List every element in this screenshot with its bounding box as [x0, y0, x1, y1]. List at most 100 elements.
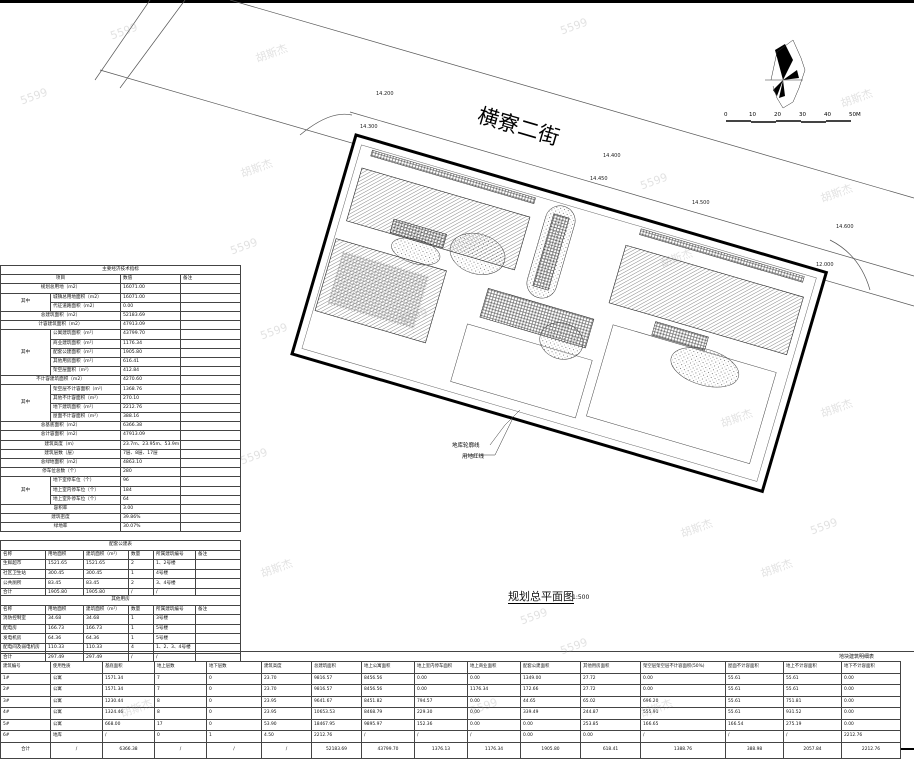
- item-label: 绿地率: [0, 522, 121, 533]
- table-cell: 0.00: [414, 672, 468, 685]
- table-cell: 1: [128, 623, 154, 635]
- item-value: 7层、8层、17层: [120, 448, 181, 459]
- table-cell: 8: [154, 707, 207, 720]
- column-header: 架空层架空层不计容面积(50%): [640, 661, 726, 674]
- table-cell: 0.00: [520, 718, 581, 731]
- item-value: 3.00: [120, 503, 181, 515]
- table-title-row: 其他用房: [0, 595, 242, 606]
- total-cell: /: [261, 741, 312, 759]
- total-cell: /: [206, 741, 262, 759]
- item-label: 架空层不计容面积（m²）: [50, 384, 121, 395]
- table-cell: 1571.34: [102, 684, 155, 697]
- table-cell: 地库: [50, 730, 103, 743]
- table-cell: 2212.76: [841, 730, 901, 743]
- item-value: 270.10: [120, 393, 181, 404]
- table-cell: 1349.00: [520, 672, 581, 685]
- table-cell: 2: [128, 578, 154, 589]
- remark-cell: [179, 467, 242, 478]
- table-row: 其中地下室停车位（个）96: [0, 476, 242, 505]
- table-row: 不计容建筑面积（m2）4270.60: [0, 375, 242, 386]
- item-value: 412.84: [120, 366, 181, 377]
- table-cell: 公寓: [50, 684, 103, 697]
- item-label: 屋面不计容面积（m²）: [50, 411, 121, 423]
- item-label: 停车位总数（个）: [0, 467, 121, 478]
- remark-cell: [179, 283, 242, 294]
- table-cell: 339.49: [520, 707, 581, 720]
- item-value: 64: [120, 494, 181, 505]
- table-cell: 23.95: [261, 707, 312, 720]
- table-cell: 229.30: [414, 707, 468, 720]
- table-cell: 300.45: [83, 568, 129, 580]
- item-label: 地上室外停车位（个）: [50, 494, 121, 505]
- item-label: 架空层面积（m²）: [50, 366, 121, 377]
- table-cell: [194, 623, 242, 635]
- table-cell: 7: [154, 684, 207, 697]
- table-cell: 55.61: [783, 672, 842, 685]
- table-header-row: 建筑编号使用性质基底面积地上层数地下层数建筑高度总建筑面积地上公寓面积地上室内停…: [0, 661, 901, 674]
- table-cell: [194, 614, 242, 625]
- table-cell: 0.00: [467, 707, 521, 720]
- scale-bar-label: 10: [749, 112, 756, 118]
- remark-cell: [179, 356, 242, 368]
- item-label: 地下建筑面积（m²）: [50, 402, 121, 414]
- table-cell: 8468.79: [361, 707, 415, 720]
- table-cell: 55.61: [725, 684, 784, 697]
- table-cell: 5号楼: [153, 633, 196, 644]
- table-cell: 172.66: [520, 684, 581, 697]
- column-header: 屋面不计容面积: [725, 661, 784, 674]
- total-cell: 388.98: [725, 741, 784, 759]
- table-cell: /: [640, 730, 726, 743]
- table-cell: 2212.76: [311, 730, 362, 743]
- table-cell: 166.73: [45, 623, 84, 635]
- scale-bar-label: 0: [724, 112, 728, 118]
- table-cell: /: [783, 730, 842, 743]
- remark-cell: [179, 503, 242, 515]
- item-value: 1176.34: [120, 338, 181, 349]
- table-cell: 555.91: [640, 707, 726, 720]
- table-cell: 7: [154, 672, 207, 685]
- table-cell: 9895.97: [361, 718, 415, 731]
- total-cell: 2212.76: [841, 741, 901, 759]
- sheet-border: [0, 0, 914, 3]
- item-label: 公寓建筑面积（m²）: [50, 329, 121, 340]
- remark-cell: [179, 292, 242, 303]
- table-cell: 8456.56: [361, 672, 415, 685]
- column-header: 备注: [194, 549, 242, 561]
- table-title-row: 配套公建表: [0, 540, 242, 551]
- table-cell: 消防控制室: [0, 614, 46, 625]
- table-row: 总建筑面积（m2）52183.69: [0, 310, 242, 322]
- total-cell: 43799.70: [361, 741, 415, 759]
- table-cell: /: [725, 730, 784, 743]
- remark-cell: [179, 448, 242, 459]
- remark-cell: [179, 421, 242, 432]
- item-label: 代征道路面积（m2）: [50, 301, 121, 312]
- table-cell: 0: [206, 695, 262, 708]
- item-value: 1368.76: [120, 384, 181, 395]
- column-header: 其他用房面积: [580, 661, 641, 674]
- table-row: 其中公寓建筑面积（m²）43799.70: [0, 329, 242, 377]
- group-label: 其中: [0, 329, 51, 377]
- total-cell: 1376.13: [414, 741, 468, 759]
- table-cell: 0.00: [841, 684, 901, 697]
- table-cell: 253.85: [580, 718, 641, 731]
- table-row: 建筑层数（层）7层、8层、17层: [0, 448, 242, 459]
- table-cell: /: [102, 730, 155, 743]
- table-cell: 64.36: [45, 633, 84, 644]
- table-cell: 83.45: [45, 578, 84, 589]
- table-cell: 公寓: [50, 707, 103, 720]
- column-header: 数值: [120, 274, 181, 285]
- remark-cell: [179, 301, 242, 312]
- total-cell: /: [50, 741, 103, 759]
- elevation-markers: 14.200 14.300 14.400 14.450 14.500 14.60…: [360, 91, 854, 268]
- table-cell: 9816.57: [311, 672, 362, 685]
- item-value: 388.16: [120, 411, 181, 423]
- group-label: 其中: [0, 476, 51, 505]
- elevation-label: 14.400: [603, 153, 621, 159]
